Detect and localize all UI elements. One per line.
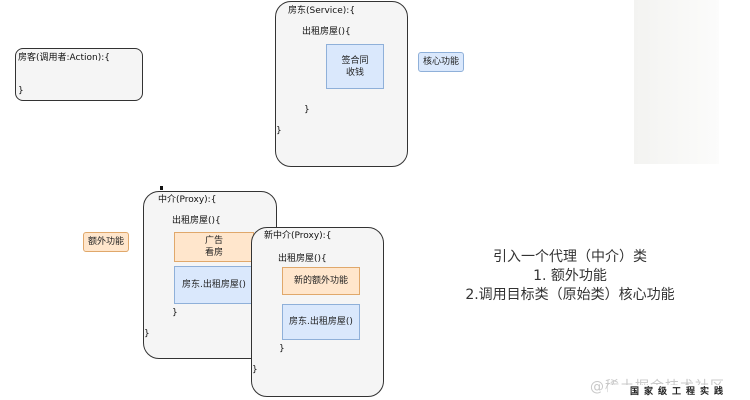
summary-line-1: 引入一个代理（中介）类	[493, 249, 647, 265]
landlord-box: 房东(Service):{ 出租房屋(){ 签合同 收钱 } }	[275, 1, 408, 167]
proxy-method: 出租房屋(){	[172, 216, 221, 226]
proxy-method-close: }	[172, 308, 178, 318]
tenant-close: }	[18, 86, 24, 96]
proxy-header: 中介(Proxy):{	[158, 195, 217, 205]
core-function-label: 核心功能	[418, 52, 464, 72]
landlord-method-close: }	[304, 105, 310, 115]
new-proxy-call: 房东.出租房屋()	[282, 304, 360, 340]
landlord-header: 房东(Service):{	[288, 6, 356, 16]
dot-marker	[160, 186, 163, 190]
landlord-core-action: 签合同 收钱	[326, 44, 384, 89]
new-proxy-extra-action-text: 新的额外功能	[293, 276, 348, 286]
proxy-call: 房东.出租房屋()	[174, 266, 254, 304]
tenant-box: 房客(调用者:Action):{ }	[15, 48, 143, 101]
proxy-close: }	[144, 329, 150, 339]
landlord-method: 出租房屋(){	[302, 27, 351, 37]
tenant-header: 房客(调用者:Action):{	[18, 53, 110, 63]
proxy-extra-action-text: 广告 看房	[204, 236, 223, 258]
new-proxy-method-close: }	[279, 344, 285, 354]
extra-function-label-text: 额外功能	[87, 237, 124, 247]
new-proxy-close: }	[252, 365, 258, 375]
summary-text: 引入一个代理（中介）类 1. 额外功能 2.调用目标类（原始类）核心功能	[440, 248, 700, 305]
core-function-label-text: 核心功能	[422, 57, 459, 67]
new-proxy-extra-action: 新的额外功能	[282, 267, 360, 295]
new-proxy-box: 新中介(Proxy):{ 出租房屋(){ 新的额外功能 房东.出租房屋() } …	[251, 227, 384, 397]
landlord-core-action-text: 签合同 收钱	[341, 55, 369, 78]
background-panel	[634, 0, 750, 164]
proxy-extra-action: 广告 看房	[174, 232, 254, 262]
new-proxy-call-text: 房东.出租房屋()	[289, 317, 353, 327]
new-proxy-method: 出租房屋(){	[278, 254, 327, 264]
new-proxy-header: 新中介(Proxy):{	[264, 231, 332, 241]
summary-line-3: 2.调用目标类（原始类）核心功能	[465, 287, 675, 303]
extra-function-label: 额外功能	[83, 232, 129, 252]
footer-stamp: 国家级工程实践	[608, 385, 750, 400]
landlord-close: }	[276, 126, 282, 136]
proxy-call-text: 房东.出租房屋()	[182, 280, 246, 290]
summary-line-2: 1. 额外功能	[533, 268, 607, 284]
